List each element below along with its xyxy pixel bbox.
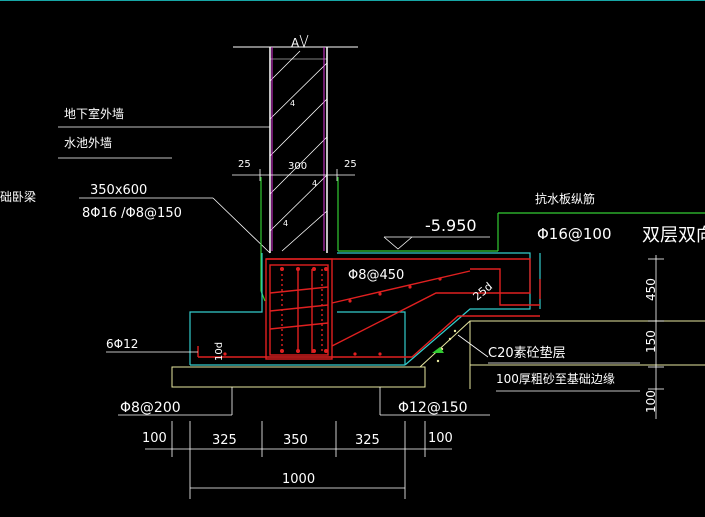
beam-rebar-label: 8Φ16 /Φ8@150 xyxy=(82,206,182,221)
c20-pad-label: C20素砼垫层 xyxy=(488,345,566,361)
beam-rebar-cage xyxy=(197,258,541,360)
dim-10d-label: 10d xyxy=(214,342,225,361)
stirrup-label: Φ8@450 xyxy=(348,268,404,283)
svg-text:4: 4 xyxy=(290,99,295,108)
basement-wall-label: 地下室外墙 xyxy=(64,106,124,121)
svg-text:4: 4 xyxy=(283,219,288,228)
dim-bottom-325-right: 325 xyxy=(355,433,380,448)
dim-total: 1000 xyxy=(282,472,315,487)
double-layer-label: 双层双向 xyxy=(642,225,705,246)
dim-bottom-350: 350 xyxy=(283,433,308,448)
dim-100-label: 100 xyxy=(644,390,658,413)
dim-150-label: 150 xyxy=(644,330,658,353)
wall-vertical-rebars xyxy=(260,177,705,302)
dim-25-left: 25 xyxy=(238,159,251,170)
axis-mark-label: A xyxy=(291,36,300,50)
bottom-dimension-chain xyxy=(145,421,452,499)
sand-layer-label: 100厚粗砂至基础边缘 xyxy=(496,372,615,386)
dim-bottom-100-right: 100 xyxy=(428,431,453,446)
elevation-label: -5.950 xyxy=(425,216,477,235)
dim-bottom-100-left: 100 xyxy=(142,431,167,446)
dim-450-label: 450 xyxy=(644,278,658,301)
bottom-callout-lines xyxy=(118,387,490,416)
rebar-phi16-label: Φ16@100 xyxy=(537,225,612,243)
waterproof-rebar-label: 抗水板纵筋 xyxy=(535,191,595,206)
bottom-rebar-label: 6Φ12 xyxy=(106,337,138,351)
phi8-200-label: Φ8@200 xyxy=(120,400,181,416)
beam-size-label: 350x600 xyxy=(90,183,147,198)
elevation-marker xyxy=(383,236,490,250)
dim-bottom-325-left: 325 xyxy=(212,433,237,448)
dim-300: 300 xyxy=(288,161,307,172)
wall-thickness-dims xyxy=(232,169,355,181)
axis-arrow-icon xyxy=(299,34,309,49)
lap-25d-label: 25d xyxy=(471,280,495,303)
leader-arrow-icon xyxy=(432,347,444,353)
rebar-dots xyxy=(223,267,442,356)
gravel-pad xyxy=(171,320,705,389)
left-beam-label: 础卧梁 xyxy=(0,189,36,204)
right-vertical-dims xyxy=(648,255,664,419)
phi12-150-label: Φ12@150 xyxy=(398,400,468,416)
pool-wall-label: 水池外墙 xyxy=(64,136,112,150)
svg-text:4: 4 xyxy=(312,179,317,188)
wall-section: 4 4 4 xyxy=(233,46,358,253)
foundation-outline xyxy=(189,252,541,366)
bottom-dim-labels: 100 325 350 325 100 1000 xyxy=(142,431,453,487)
dim-25-right: 25 xyxy=(344,159,357,170)
